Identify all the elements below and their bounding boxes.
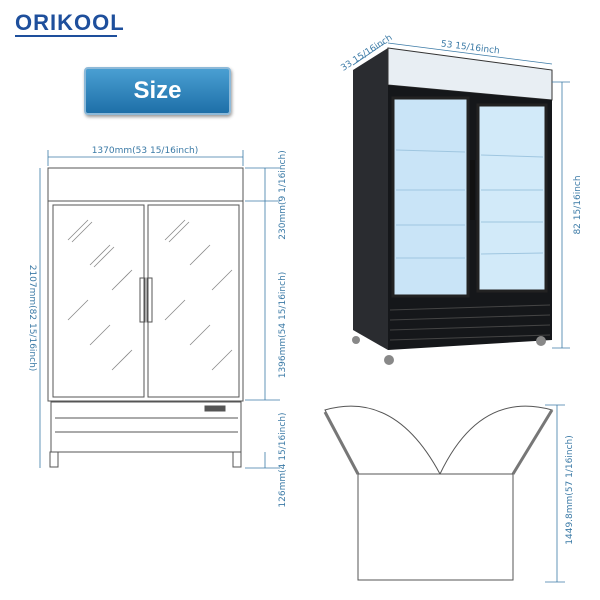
height-label: 2107mm(82 15/16inch) (27, 265, 37, 372)
photo-height-label: 82 15/16inch (573, 175, 583, 234)
logo-underline (15, 35, 117, 37)
photo-dimension-lines (352, 42, 570, 349)
package-height-label: 1449.8mm(57 1/16inch) (565, 435, 575, 544)
brand-logo: ORIKOOL (15, 10, 125, 35)
front-dimension-lines (39, 150, 280, 469)
size-badge: Size (84, 67, 231, 115)
front-diagram (47, 167, 244, 468)
package-box (323, 405, 554, 581)
fridge-photo (352, 47, 553, 365)
photo-width-label: 53 15/16inch (440, 39, 500, 56)
door-label: 1396mm(54 15/16inch) (278, 272, 288, 379)
width-label: 1370mm(53 15/16inch) (92, 146, 199, 156)
package-dimension-line (545, 404, 565, 583)
base-label: 126mm(4 15/16inch) (278, 412, 288, 507)
canopy-label: 230mm(9 1/16inch) (278, 150, 288, 239)
